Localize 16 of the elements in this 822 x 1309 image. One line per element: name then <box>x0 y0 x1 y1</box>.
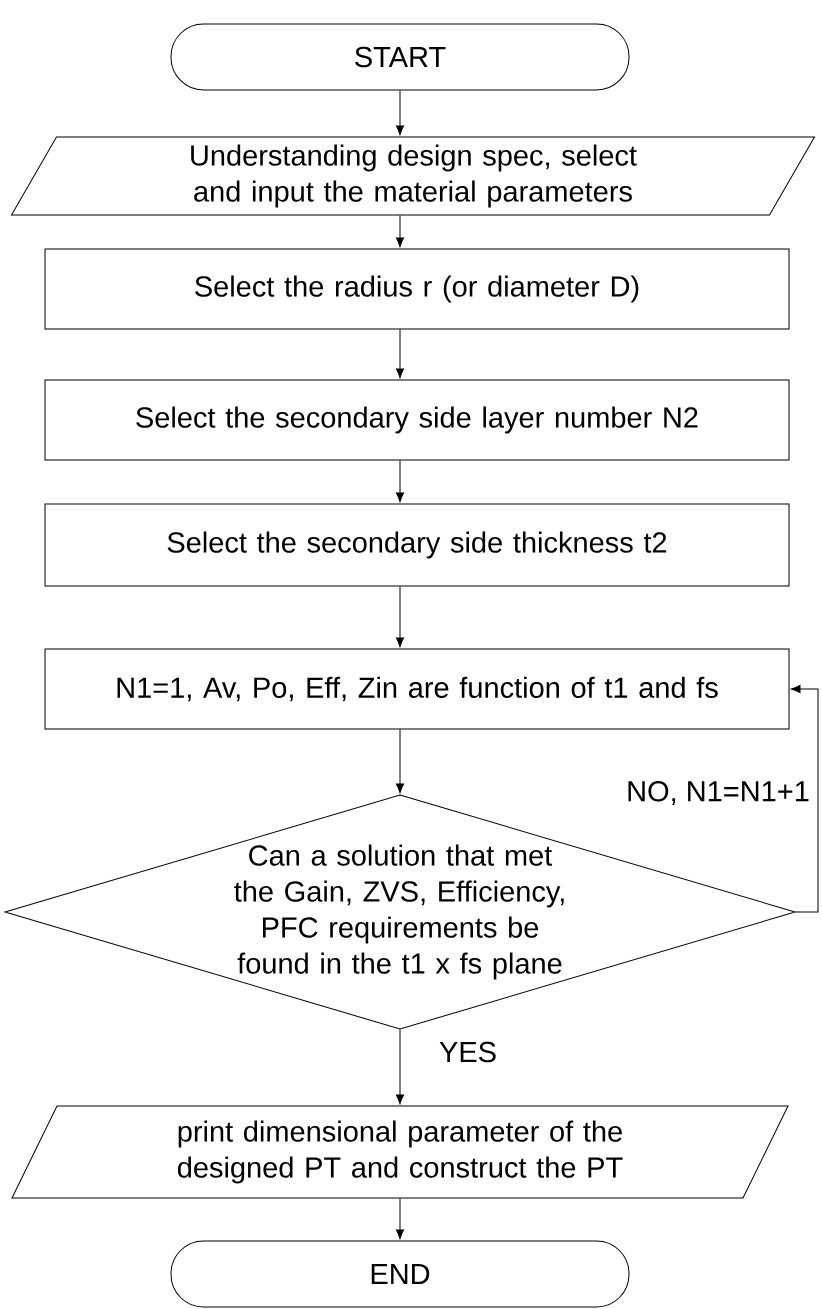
arrow <box>395 90 405 136</box>
arrow <box>395 329 405 379</box>
arrow <box>395 1198 405 1240</box>
io-parallelogram: print dimensional parameter of the designed PT and construct the PT <box>11 1105 789 1199</box>
arrow <box>395 729 405 794</box>
arrow <box>395 460 405 503</box>
io-parallelogram: Understanding design spec, select and input the material parameters <box>11 136 815 216</box>
process-box: Select the secondary side thickness t2 <box>44 503 790 587</box>
arrow <box>395 215 405 248</box>
edge-label: YES <box>438 1040 498 1064</box>
process-box: Select the secondary side layer number N2 <box>44 379 790 461</box>
process-box: N1=1, Av, Po, Eff, Zin are function of t1 and fs <box>44 648 790 730</box>
process-box: Select the radius r (or diameter D) <box>44 248 790 330</box>
arrow <box>790 684 819 913</box>
arrow <box>395 586 405 648</box>
arrow <box>395 1029 405 1105</box>
